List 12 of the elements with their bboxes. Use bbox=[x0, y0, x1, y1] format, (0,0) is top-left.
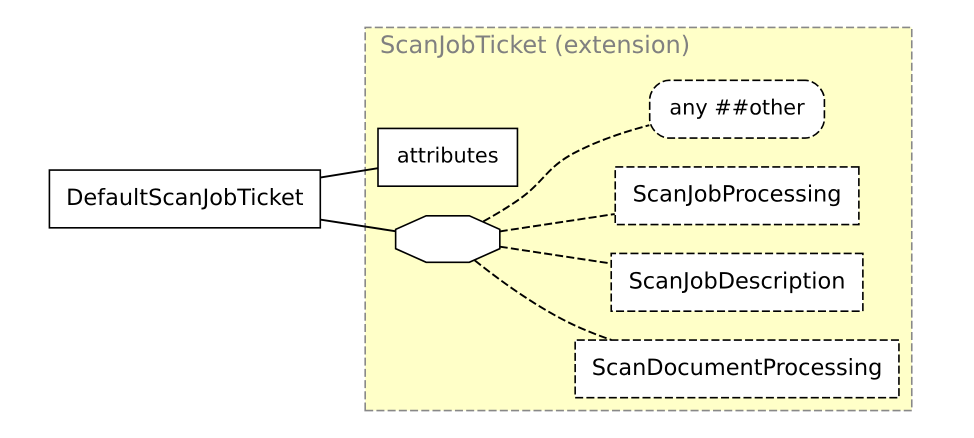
connector bbox=[500, 213, 615, 232]
connector bbox=[320, 167, 378, 178]
node-box: DefaultScanJobTicket bbox=[48, 169, 322, 229]
connector bbox=[320, 218, 396, 232]
connector bbox=[474, 260, 612, 341]
node-box: ScanDocumentProcessing bbox=[574, 339, 900, 399]
node-box: attributes bbox=[377, 128, 518, 187]
node-box: ScanJobDescription bbox=[610, 252, 864, 312]
node-box: any ##other bbox=[648, 80, 826, 139]
node-octagon bbox=[394, 215, 501, 264]
connector bbox=[482, 124, 650, 222]
node-box: ScanJobProcessing bbox=[614, 166, 860, 226]
